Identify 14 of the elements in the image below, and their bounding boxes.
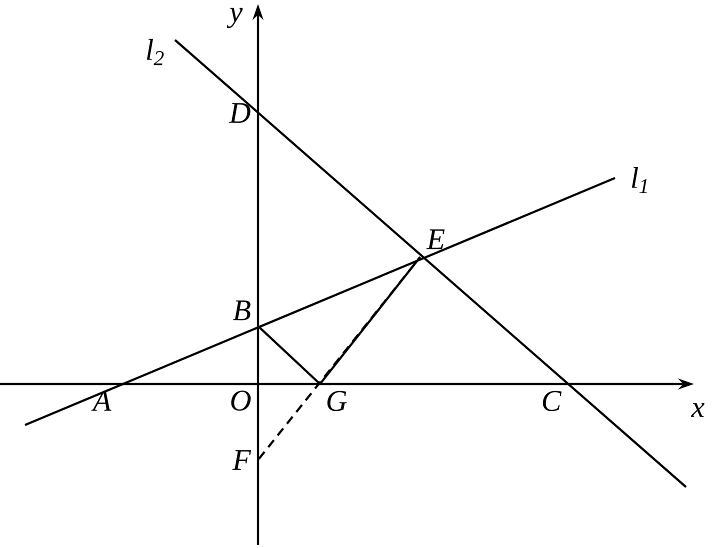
line-segment bbox=[320, 256, 421, 384]
line-segment bbox=[258, 256, 421, 460]
point-label: O bbox=[231, 390, 251, 411]
point-label: D bbox=[228, 103, 250, 123]
line-segment bbox=[258, 326, 320, 384]
axis-label: x bbox=[690, 403, 704, 417]
point-label: B bbox=[233, 300, 250, 320]
axis-label: y bbox=[226, 8, 243, 28]
point-label: C bbox=[542, 390, 562, 412]
point-label: G bbox=[327, 390, 347, 412]
point-label: E bbox=[426, 229, 445, 250]
line-label: l$_{2}$ bbox=[146, 38, 164, 66]
point-label: F bbox=[232, 450, 252, 470]
line-label: l$_{1}$ bbox=[632, 166, 647, 194]
